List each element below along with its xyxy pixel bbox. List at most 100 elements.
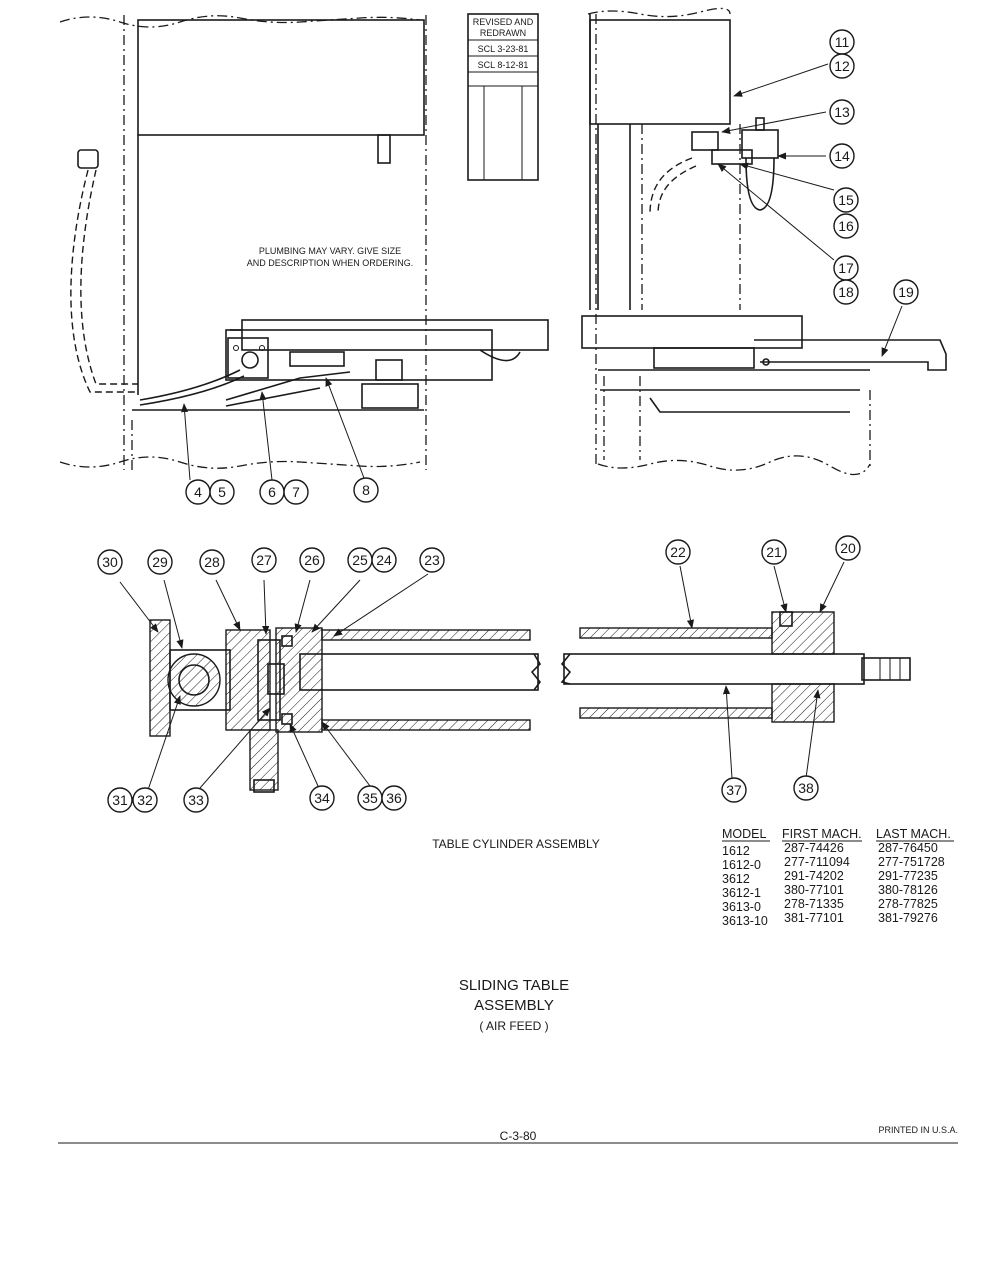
cylinder-caption: TABLE CYLINDER ASSEMBLY [432,837,600,851]
plumbing-note-2: AND DESCRIPTION WHEN ORDERING. [247,258,414,268]
callouts: 4 5 6 7 8 11 12 13 14 15 16 17 18 19 20 … [97,29,919,813]
row2-last: 277-751728 [878,855,945,869]
page-code: C-3-80 [500,1129,537,1143]
callout-26: 26 [299,547,325,573]
printed-note: PRINTED IN U.S.A. [878,1125,958,1135]
model-table: MODEL FIRST MACH. LAST MACH. 1612 287-74… [722,827,954,928]
row3-model: 3612 [722,872,750,886]
row6-model: 3613-10 [722,914,768,928]
callout-5: 5 [209,479,235,505]
title-line-2: ASSEMBLY [474,997,554,1014]
callout-34: 34 [309,785,335,811]
svg-text:14: 14 [834,148,850,164]
svg-text:7: 7 [292,484,300,500]
callout-7: 7 [283,479,309,505]
svg-text:4: 4 [194,484,202,500]
svg-text:26: 26 [304,552,320,568]
svg-text:36: 36 [386,790,402,806]
callout-38: 38 [793,775,819,801]
svg-text:27: 27 [256,552,272,568]
svg-text:31: 31 [112,792,128,808]
header-last: LAST MACH. [876,827,951,841]
row2-model: 1612-0 [722,858,761,872]
svg-text:34: 34 [314,790,330,806]
callout-6: 6 [259,479,285,505]
callout-17: 17 [833,255,859,281]
callout-27: 27 [251,547,277,573]
svg-text:21: 21 [766,544,782,560]
callout-31: 31 [107,787,133,813]
svg-text:5: 5 [218,484,226,500]
svg-text:15: 15 [838,192,854,208]
svg-text:17: 17 [838,260,854,276]
callout-19: 19 [893,279,919,305]
svg-text:32: 32 [137,792,153,808]
header-first: FIRST MACH. [782,827,862,841]
row1-last: 287-76450 [878,841,938,855]
svg-text:29: 29 [152,554,168,570]
callout-8: 8 [353,477,379,503]
callout-20: 20 [835,535,861,561]
row1-model: 1612 [722,844,750,858]
callout-28: 28 [199,549,225,575]
cylinder-left-section [119,573,542,793]
svg-text:28: 28 [204,554,220,570]
callout-24: 24 [371,547,397,573]
row1-first: 287-74426 [784,841,844,855]
callout-15: 15 [833,187,859,213]
callout-33: 33 [183,787,209,813]
callout-23: 23 [419,547,445,573]
callout-18: 18 [833,279,859,305]
left-side-view [59,15,549,481]
row5-model: 3613-0 [722,900,761,914]
svg-text:38: 38 [798,780,814,796]
callout-16: 16 [833,213,859,239]
svg-text:8: 8 [362,482,370,498]
svg-text:25: 25 [352,552,368,568]
row4-last: 380-78126 [878,883,938,897]
svg-text:11: 11 [835,34,850,50]
svg-text:12: 12 [834,58,850,74]
title-line-1: SLIDING TABLE [459,977,569,994]
callout-12: 12 [829,53,855,79]
row5-first: 278-71335 [784,897,844,911]
row6-first: 381-77101 [784,911,844,925]
callout-22: 22 [665,539,691,565]
row4-first: 380-77101 [784,883,844,897]
callout-32: 32 [132,787,158,813]
callout-36: 36 [381,785,407,811]
plumbing-note-1: PLUMBING MAY VARY. GIVE SIZE [259,246,401,256]
row2-first: 277-711094 [784,855,850,869]
callout-30: 30 [97,549,123,575]
revision-entry-1: SCL 3-23-81 [478,44,529,54]
svg-text:24: 24 [376,552,392,568]
svg-text:23: 23 [424,552,440,568]
row3-last: 291-77235 [878,869,938,883]
svg-text:37: 37 [726,782,742,798]
svg-text:22: 22 [670,544,686,560]
callout-11: 11 [829,29,855,55]
row5-last: 278-77825 [878,897,938,911]
row6-last: 381-79276 [878,911,938,925]
callout-25: 25 [347,547,373,573]
revision-heading-2: REDRAWN [480,28,526,38]
svg-text:6: 6 [268,484,276,500]
svg-text:19: 19 [898,284,914,300]
svg-text:16: 16 [838,218,854,234]
callout-21: 21 [761,539,787,565]
svg-text:30: 30 [102,554,118,570]
revision-entry-2: SCL 8-12-81 [478,60,529,70]
row3-first: 291-74202 [784,869,844,883]
title-line-3: ( AIR FEED ) [479,1019,548,1033]
svg-text:35: 35 [362,790,378,806]
cylinder-right-section [560,561,911,779]
callout-14: 14 [829,143,855,169]
row4-model: 3612-1 [722,886,761,900]
revision-heading-1: REVISED AND [473,17,534,27]
svg-text:13: 13 [834,104,850,120]
callout-35: 35 [357,785,383,811]
revision-box: REVISED AND REDRAWN SCL 3-23-81 SCL 8-12… [467,13,539,181]
callout-13: 13 [829,99,855,125]
header-model: MODEL [722,827,767,841]
